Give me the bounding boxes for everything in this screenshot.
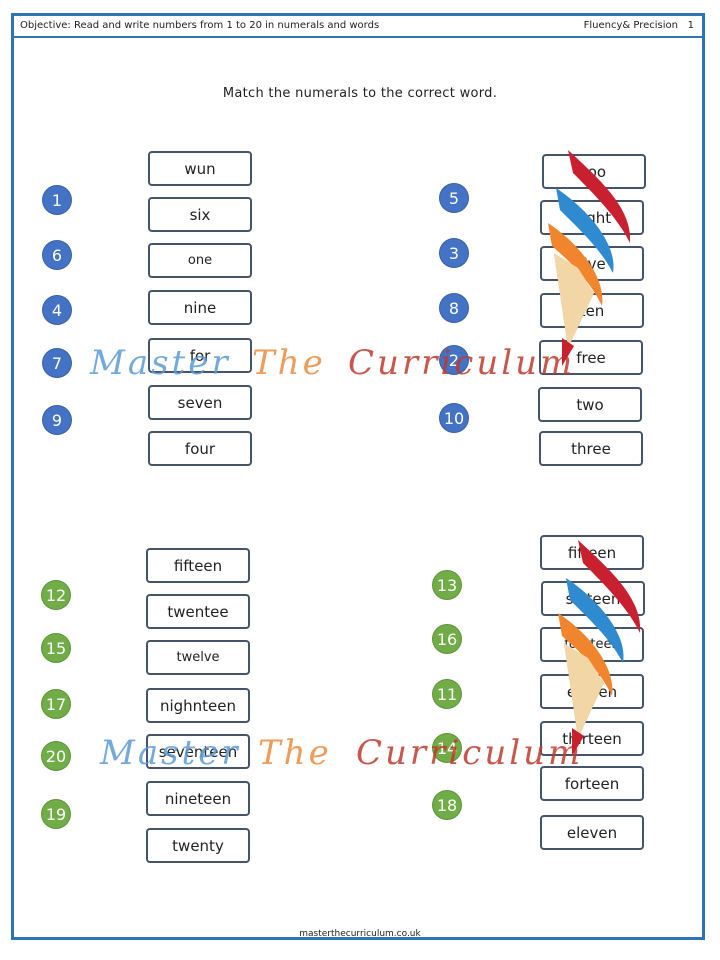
page-border [11, 13, 705, 940]
page-number: 1 [687, 20, 694, 31]
footer-url: masterthecurriculum.co.uk [299, 929, 421, 939]
numeral-circle: 8 [439, 293, 469, 323]
word-box: seven [148, 385, 252, 420]
numeral-circle: 11 [432, 679, 462, 709]
word-box: fifteen [540, 535, 644, 570]
word-box: eleven [540, 815, 644, 850]
numeral-circle: 2 [439, 345, 469, 375]
numeral-circle: 5 [439, 183, 469, 213]
numeral-circle: 4 [42, 295, 72, 325]
word-box: for [148, 338, 252, 373]
numeral-circle: 18 [432, 790, 462, 820]
word-box: four [148, 431, 252, 466]
numeral-circle: 6 [42, 240, 72, 270]
word-box: ten [540, 293, 644, 328]
word-box: fifteen [146, 548, 250, 583]
word-box: three [539, 431, 643, 466]
numeral-circle: 7 [42, 348, 72, 378]
word-box: two [538, 387, 642, 422]
watermark-the: The [258, 733, 332, 773]
numeral-circle: 10 [439, 403, 469, 433]
word-box: forteen [540, 766, 644, 801]
numeral-circle: 15 [41, 633, 71, 663]
numeral-circle: 19 [41, 799, 71, 829]
numeral-circle: 17 [41, 689, 71, 719]
word-box: nine [148, 290, 252, 325]
word-box: six [148, 197, 252, 232]
word-box: fourteen [540, 627, 644, 662]
watermark-curriculum: Curriculum [348, 343, 576, 383]
word-box: free [539, 340, 643, 375]
header-label: Fluency& Precision [583, 20, 678, 31]
numeral-circle: 14 [432, 733, 462, 763]
numeral-circle: 9 [42, 405, 72, 435]
numeral-circle: 16 [432, 624, 462, 654]
header-bar: Objective: Read and write numbers from 1… [14, 16, 702, 38]
word-box: wun [148, 151, 252, 186]
word-box: nineteen [146, 781, 250, 816]
word-box: nighnteen [146, 688, 250, 723]
watermark-curriculum: Curriculum [356, 733, 584, 773]
watermark-the: The [252, 343, 326, 383]
numeral-circle: 20 [41, 741, 71, 771]
numeral-circle: 1 [42, 185, 72, 215]
numeral-circle: 13 [432, 570, 462, 600]
numeral-circle: 12 [41, 580, 71, 610]
word-box: twenty [146, 828, 250, 863]
word-box: seventeen [146, 734, 250, 769]
instruction-text: Match the numerals to the correct word. [222, 86, 498, 101]
pencil-logo-icon [558, 540, 641, 756]
numeral-circle: 3 [439, 238, 469, 268]
word-box: twentee [146, 594, 250, 629]
objective-text: Objective: Read and write numbers from 1… [20, 20, 380, 31]
word-box: one [148, 243, 252, 278]
watermark-master: Master [90, 343, 231, 383]
word-box: twelve [146, 640, 250, 675]
pencil-logo-icon [548, 150, 631, 366]
watermark-master: Master [100, 733, 241, 773]
